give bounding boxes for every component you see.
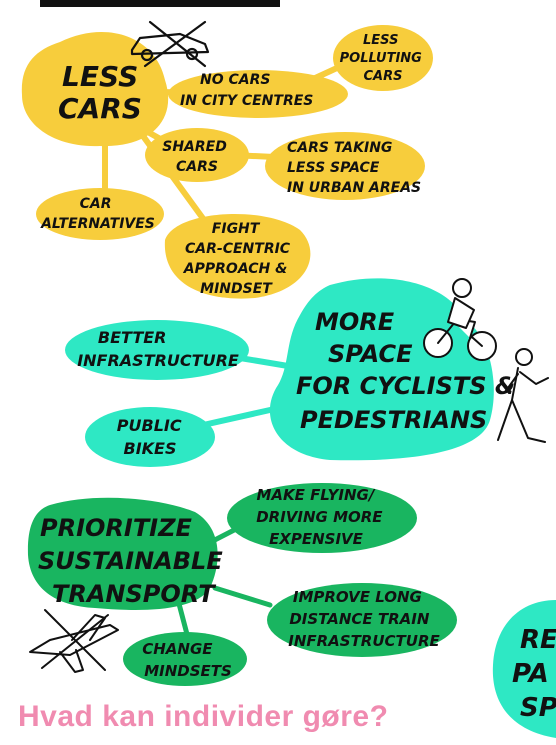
- train-infra-text: IMPROVE LONG DISTANCE TRAIN INFRASTRUCTU…: [288, 588, 440, 650]
- pedestrian-icon: [497, 348, 549, 443]
- shared-cars-text: SHARED CARS: [162, 139, 231, 175]
- less-cars-cluster: LESS CARS NO CARS IN CITY CENTRES LESS P…: [21, 20, 433, 299]
- public-bikes-blob: [85, 407, 215, 467]
- more-space-hub-blob: [269, 278, 494, 461]
- less-polluting-blob: [333, 25, 433, 91]
- partial-blob: [492, 600, 556, 738]
- less-cars-hub-text: LESS CARS: [58, 60, 148, 125]
- sustainable-hub-blob: [27, 497, 218, 610]
- no-cars-city-blob: [168, 70, 348, 118]
- fight-car-centric-blob: [164, 213, 311, 299]
- change-mindsets-text: CHANGE MINDSETS: [142, 640, 232, 680]
- shared-cars-blob: [145, 128, 249, 182]
- less-polluting-text: LESS POLLUTING CARS: [340, 33, 427, 84]
- better-infra-text: BETTER INFRASTRUCTURE: [77, 328, 239, 370]
- less-space-text: CARS TAKING LESS SPACE IN URBAN AREAS: [287, 140, 421, 196]
- crossed-plane-icon: [29, 609, 119, 673]
- more-space-cluster: MORE SPACE FOR CYCLISTS & PEDESTRIANS BE…: [65, 278, 549, 467]
- more-space-hub-text: MORE SPACE FOR CYCLISTS & PEDESTRIANS: [296, 308, 524, 434]
- top-bar: [40, 0, 280, 7]
- less-space-blob: [265, 132, 425, 200]
- partial-text: RE PA SP: [512, 625, 556, 723]
- train-infra-blob: [267, 583, 457, 657]
- sustainable-hub-text: PRIORITIZE SUSTAINABLE TRANSPORT: [38, 514, 231, 608]
- partial-cluster: RE PA SP: [492, 600, 556, 738]
- change-mindsets-blob: [123, 632, 247, 686]
- public-bikes-text: PUBLIC BIKES: [117, 416, 187, 458]
- less-cars-hub-blob: [21, 31, 169, 147]
- cyclist-icon: [423, 278, 497, 361]
- no-cars-city-text: NO CARS IN CITY CENTRES: [180, 72, 313, 109]
- section-caption: Hvad kan individer gøre?: [18, 700, 389, 733]
- sustainable-cluster: PRIORITIZE SUSTAINABLE TRANSPORT MAKE FL…: [27, 483, 457, 686]
- better-infra-blob: [65, 320, 249, 380]
- flying-driving-blob: [227, 483, 417, 553]
- fight-car-centric-text: FIGHT CAR-CENTRIC APPROACH & MINDSET: [183, 221, 295, 297]
- crossed-car-icon: [130, 20, 210, 68]
- alternatives-text: CAR ALTERNATIVES: [40, 196, 155, 232]
- alternatives-blob: [36, 188, 164, 240]
- flying-driving-text: MAKE FLYING/ DRIVING MORE EXPENSIVE: [256, 486, 388, 548]
